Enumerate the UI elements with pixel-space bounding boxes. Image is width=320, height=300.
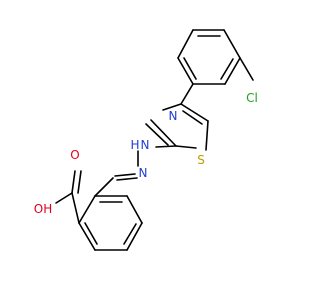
thiazole-ring <box>145 103 209 151</box>
atom-label-h: H <box>130 138 139 152</box>
bond <box>145 123 169 146</box>
atom-label-cl: Cl <box>246 91 258 105</box>
bond <box>220 58 234 80</box>
bond <box>239 57 254 81</box>
atom-label-oh: OH <box>34 202 52 216</box>
bond <box>224 57 241 85</box>
bond <box>205 120 209 151</box>
bond <box>182 110 203 125</box>
bond <box>175 145 197 149</box>
bond <box>183 57 197 80</box>
bond <box>71 192 80 224</box>
atom-label-n-ring: N <box>169 109 178 123</box>
bond <box>77 170 82 194</box>
benzoic-acid-ring <box>78 195 143 251</box>
bond <box>114 173 136 177</box>
bond <box>78 222 96 251</box>
bond <box>223 29 241 59</box>
bond <box>126 195 143 224</box>
bond <box>180 103 209 122</box>
bond <box>116 177 138 181</box>
chlorophenyl-ring <box>177 29 241 85</box>
bond <box>94 177 114 197</box>
bond <box>55 192 73 204</box>
atom-label-s: S <box>197 153 205 167</box>
bond <box>123 223 137 245</box>
bond <box>180 83 194 105</box>
bond <box>84 222 98 245</box>
atom-label-n-nh: N <box>141 138 150 152</box>
molecule-structure: Cl N S N H N OH O <box>34 29 258 251</box>
bond <box>126 222 143 251</box>
bond <box>78 195 96 224</box>
bond <box>177 57 194 85</box>
bond <box>71 170 76 194</box>
atom-label-n-imine: N <box>139 166 148 180</box>
bond <box>155 145 177 148</box>
bond <box>150 119 177 147</box>
bond <box>162 103 182 111</box>
bond <box>177 29 194 59</box>
atom-label-o: O <box>70 148 79 162</box>
